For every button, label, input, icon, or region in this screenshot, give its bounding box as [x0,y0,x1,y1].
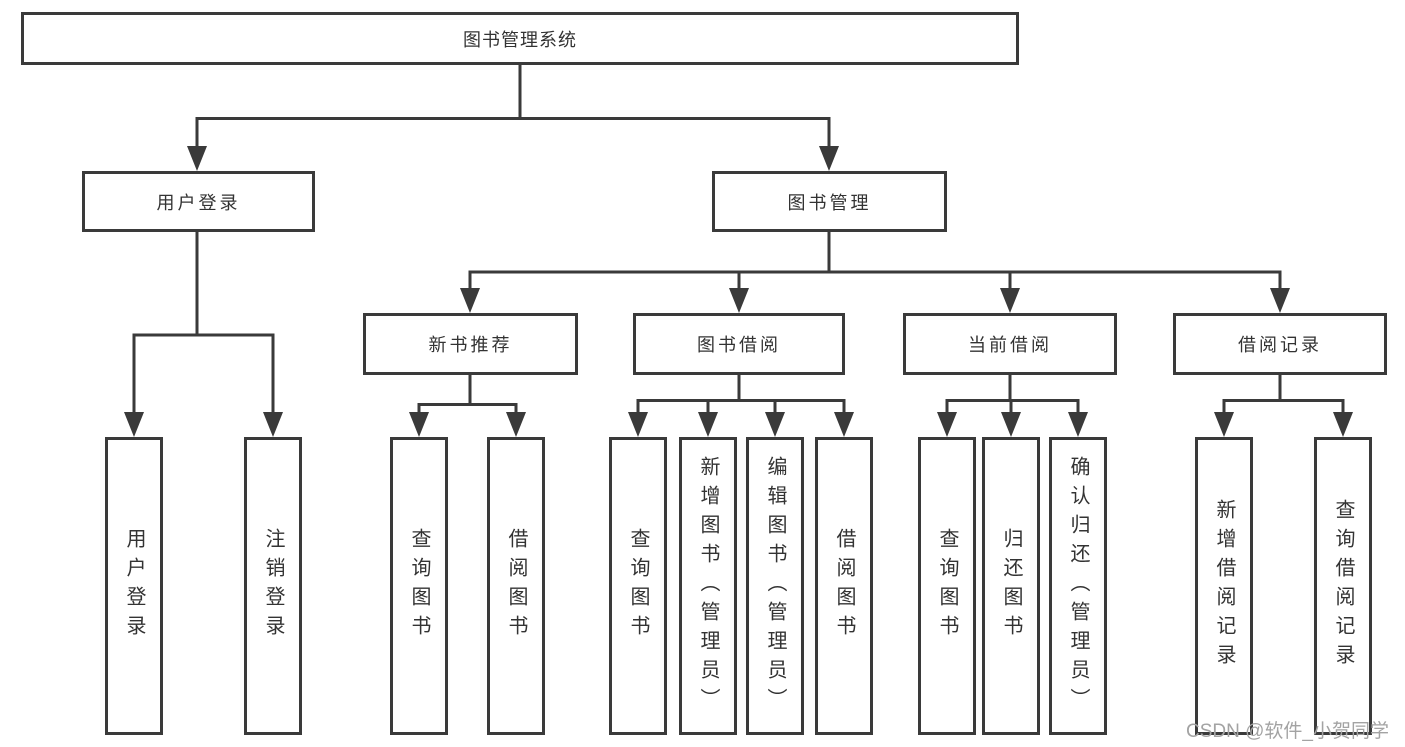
node-label: 新增图书（管理员） [697,455,719,717]
node-label: 用户登录 [123,528,145,644]
node-label: 确认归还（管理员） [1067,455,1089,717]
node-label: 借阅图书 [833,528,855,644]
leaf-add-borrow-record: 新增借阅记录 [1195,437,1253,735]
leaf-query-book-3: 查询图书 [918,437,976,735]
node-label: 借阅记录 [1238,335,1322,355]
leaf-query-book-1: 查询图书 [390,437,448,735]
node-label: 借阅图书 [505,528,527,644]
node-book-management: 图书管理 [712,171,947,232]
leaf-query-borrow-record: 查询借阅记录 [1314,437,1372,735]
leaf-edit-book-admin: 编辑图书（管理员） [746,437,804,735]
node-label: 注销登录 [262,528,284,644]
node-new-book-recommend: 新书推荐 [363,313,578,375]
connector-borrow-children [628,375,854,437]
connector-user-login-children [124,232,283,437]
node-current-borrow: 当前借阅 [903,313,1117,375]
node-label: 用户登录 [156,192,241,213]
leaf-query-book-2: 查询图书 [609,437,667,735]
node-label: 查询图书 [936,528,958,644]
node-label: 新增借阅记录 [1213,499,1235,673]
connector-new-book-children [409,375,526,437]
node-label: 查询图书 [408,528,430,644]
node-label: 编辑图书（管理员） [764,455,786,717]
leaf-add-book-admin: 新增图书（管理员） [679,437,737,735]
node-book-borrow: 图书借阅 [633,313,845,375]
node-label: 图书管理 [787,192,872,213]
node-user-login: 用户登录 [82,171,315,232]
leaf-return-book: 归还图书 [982,437,1040,735]
node-label: 当前借阅 [968,335,1052,355]
connector-book-mgmt-children [460,232,1290,313]
leaf-confirm-return-admin: 确认归还（管理员） [1049,437,1107,735]
node-label: 查询借阅记录 [1332,499,1354,673]
csdn-watermark: CSDN @软件_小贺同学 [1186,721,1389,742]
leaf-logout: 注销登录 [244,437,302,735]
node-borrow-record: 借阅记录 [1173,313,1387,375]
connector-borrow-record-children [1214,375,1353,437]
node-system-root: 图书管理系统 [21,12,1019,65]
node-label: 归还图书 [1000,528,1022,644]
connector-current-borrow-children [937,375,1088,437]
leaf-user-login: 用户登录 [105,437,163,735]
node-label: 图书管理系统 [463,29,577,50]
connector-root-to-level2 [187,65,839,171]
node-label: 新书推荐 [428,335,513,355]
node-label: 图书借阅 [697,335,781,355]
leaf-borrow-book-1: 借阅图书 [487,437,545,735]
leaf-borrow-book-2: 借阅图书 [815,437,873,735]
node-label: 查询图书 [627,528,649,644]
